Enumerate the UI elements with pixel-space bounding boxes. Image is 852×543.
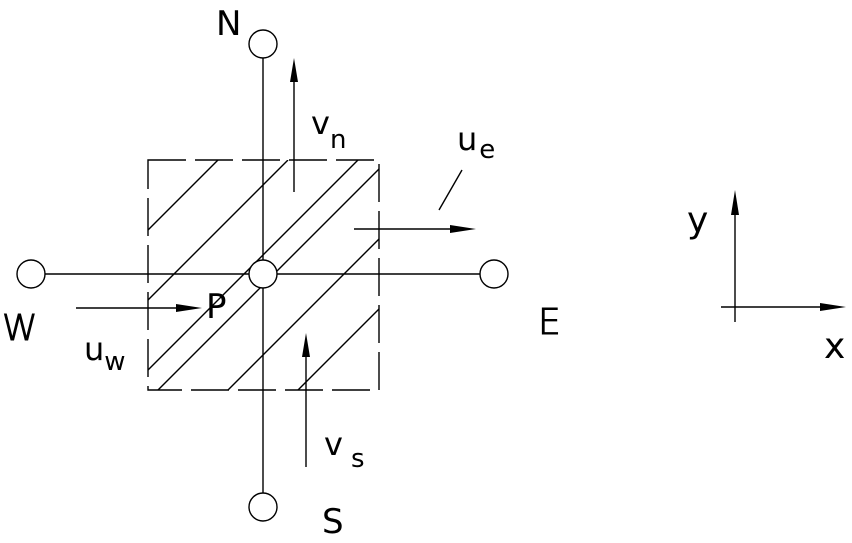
arrow-u-east [354, 225, 476, 233]
y-axis-label: y [687, 200, 708, 241]
u-west-base: u [84, 330, 104, 368]
v-north-subscript: n [330, 125, 346, 155]
u-west-label: uw [84, 330, 126, 377]
u-east-subscript: e [479, 135, 495, 165]
v-north-label: vn [311, 104, 346, 155]
node-east-label: E [538, 302, 561, 343]
node-west-label: W [2, 308, 38, 349]
node-center-circle [248, 259, 278, 289]
node-west-circle [16, 259, 46, 289]
node-center-label: P [206, 287, 227, 327]
x-axis-label: x [824, 326, 845, 367]
node-north-label: N [216, 4, 241, 44]
node-east-circle [479, 259, 509, 289]
v-south-base: v [324, 425, 343, 463]
y-axis [731, 190, 739, 322]
u-east-leader-line [438, 169, 463, 211]
node-north-circle [248, 29, 278, 59]
control-volume-hatching [148, 160, 379, 390]
v-south-subscript: s [351, 444, 365, 474]
arrow-u-west [76, 304, 202, 312]
node-south-label: S [322, 502, 344, 542]
u-west-subscript: w [104, 347, 125, 377]
x-axis [721, 303, 846, 311]
arrow-v-north [290, 58, 298, 192]
v-north-base: v [311, 104, 330, 142]
node-south-circle [248, 492, 278, 522]
u-east-base: u [457, 120, 477, 158]
u-east-label: ue [457, 120, 495, 165]
arrow-v-south [302, 333, 310, 467]
